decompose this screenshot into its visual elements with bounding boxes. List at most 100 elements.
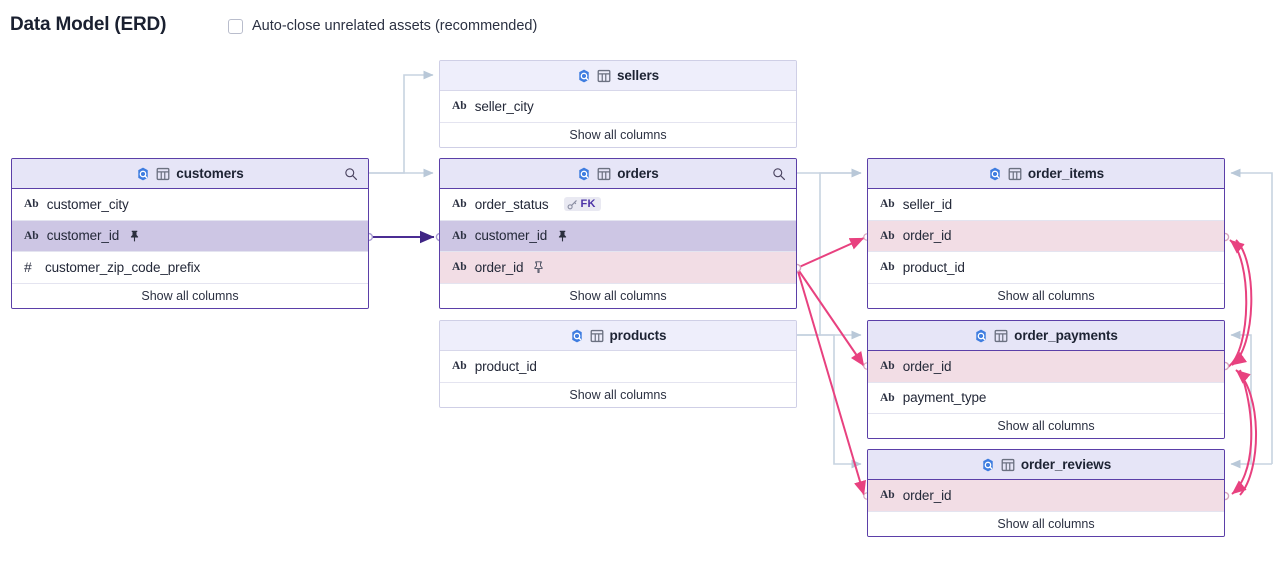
column-name: order_status — [474, 196, 549, 212]
table-header-inner: order_reviews — [981, 457, 1111, 472]
table-grid-icon — [1001, 458, 1015, 471]
column-name: seller_id — [902, 196, 953, 212]
show-all-columns-button-customers[interactable]: Show all columns — [12, 283, 368, 308]
column-row[interactable]: Ab customer_id — [440, 220, 796, 252]
show-all-columns-button-order_payments[interactable]: Show all columns — [868, 414, 1224, 438]
column-name: customer_zip_code_prefix — [45, 259, 201, 275]
show-all-columns-button-order_reviews[interactable]: Show all columns — [868, 511, 1224, 536]
table-name-customers: customers — [176, 166, 244, 181]
show-all-columns-button-orders[interactable]: Show all columns — [440, 283, 796, 308]
table-header-customers[interactable]: customers — [12, 159, 368, 189]
column-row[interactable]: Ab product_id — [868, 252, 1224, 284]
column-type-icon: Ab — [880, 261, 895, 274]
bigquery-icon — [579, 69, 589, 82]
table-name-products: products — [609, 328, 667, 343]
column-name: order_id — [902, 487, 952, 503]
fk-badge: FK — [563, 197, 601, 212]
auto-close-checkbox[interactable] — [228, 18, 243, 34]
table-name-sellers: sellers — [616, 68, 660, 83]
page-header: Data Model (ERD) Auto-close unrelated as… — [0, 0, 1280, 54]
table-header-sellers[interactable]: sellers — [440, 61, 796, 91]
table-grid-icon — [1008, 167, 1022, 180]
key-icon — [567, 199, 577, 210]
table-grid-icon — [156, 167, 170, 180]
column-name: customer_id — [474, 228, 548, 244]
show-all-columns-button-products[interactable]: Show all columns — [440, 382, 796, 407]
table-header-inner: order_payments — [974, 328, 1118, 343]
column-name: customer_city — [46, 196, 129, 212]
column-type-icon: Ab — [24, 229, 39, 242]
column-type-icon: Ab — [452, 360, 467, 373]
column-name: order_id — [902, 228, 952, 244]
pin-filled-icon — [131, 230, 139, 242]
column-type-icon: Ab — [24, 198, 39, 211]
column-row[interactable]: Ab order_id — [868, 351, 1224, 383]
column-name: order_id — [474, 259, 524, 275]
bigquery-icon — [990, 167, 1000, 180]
column-type-icon: Ab — [880, 198, 895, 211]
table-header-order_reviews[interactable]: order_reviews — [868, 450, 1224, 480]
page-title: Data Model (ERD) — [10, 14, 167, 35]
column-row[interactable]: #customer_zip_code_prefix — [12, 252, 368, 284]
column-name: payment_type — [902, 390, 987, 406]
column-row[interactable]: Ab product_id — [440, 351, 796, 383]
column-row[interactable]: Ab order_status FK — [440, 189, 796, 221]
column-row[interactable]: Ab order_id — [440, 252, 796, 284]
table-header-products[interactable]: products — [440, 321, 796, 351]
column-name: product_id — [474, 358, 537, 374]
column-type-icon: Ab — [452, 100, 467, 113]
column-type-icon: Ab — [880, 360, 895, 373]
column-type-icon: Ab — [880, 229, 895, 242]
column-type-icon: Ab — [880, 391, 895, 404]
table-grid-icon — [597, 167, 611, 180]
table-name-order_payments: order_payments — [1014, 328, 1118, 343]
table-grid-icon — [994, 329, 1008, 342]
column-row[interactable]: Ab payment_type — [868, 382, 1224, 414]
table-header-orders[interactable]: orders — [440, 159, 796, 189]
column-row[interactable]: Ab order_id — [868, 220, 1224, 252]
column-type-icon: Ab — [452, 198, 467, 211]
table-grid-icon — [590, 329, 603, 342]
bigquery-icon — [571, 329, 582, 342]
column-name: order_id — [902, 358, 952, 374]
table-header-inner: sellers — [577, 68, 659, 83]
column-row[interactable]: Ab customer_city — [12, 189, 368, 221]
table-header-inner: orders — [577, 166, 659, 181]
column-name: seller_city — [474, 98, 534, 114]
show-all-columns-button-order_items[interactable]: Show all columns — [868, 283, 1224, 308]
table-name-order_items: order_items — [1027, 166, 1105, 181]
column-type-icon: Ab — [452, 229, 467, 242]
auto-close-option[interactable]: Auto-close unrelated assets (recommended… — [228, 18, 537, 34]
table-grid-icon — [597, 69, 611, 82]
table-name-orders: orders — [617, 166, 659, 181]
fk-badge-label: FK — [580, 198, 596, 211]
bigquery-icon — [579, 167, 590, 180]
column-name: customer_id — [46, 228, 120, 244]
column-row[interactable]: Ab order_id — [868, 480, 1224, 512]
column-row[interactable]: Ab customer_id — [12, 220, 368, 252]
table-header-inner: order_items — [988, 166, 1104, 181]
bigquery-icon — [138, 167, 149, 180]
column-type-icon: Ab — [452, 261, 467, 274]
column-row[interactable]: Ab seller_id — [868, 189, 1224, 221]
table-header-inner: customers — [136, 166, 244, 181]
bigquery-icon — [976, 329, 986, 342]
column-name: product_id — [902, 259, 965, 275]
bigquery-icon — [983, 458, 993, 471]
show-all-columns-button-sellers[interactable]: Show all columns — [440, 122, 796, 147]
column-row[interactable]: Ab seller_city — [440, 91, 796, 123]
table-name-order_reviews: order_reviews — [1020, 457, 1112, 472]
search-icon[interactable] — [344, 167, 358, 181]
search-icon[interactable] — [772, 167, 786, 181]
table-header-order_items[interactable]: order_items — [868, 159, 1224, 189]
table-header-order_payments[interactable]: order_payments — [868, 321, 1224, 351]
column-type-icon: Ab — [880, 489, 895, 502]
